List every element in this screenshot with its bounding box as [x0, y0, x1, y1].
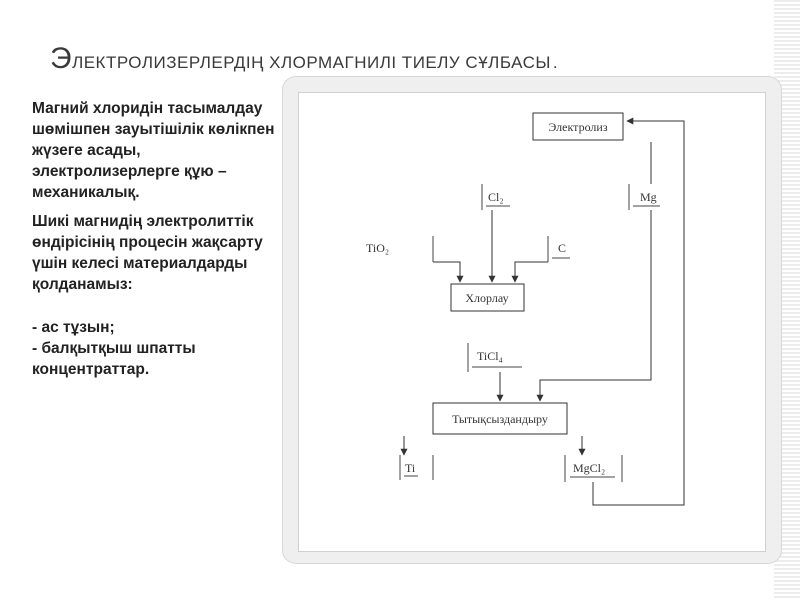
node-mgcl2: MgCl₂ — [564, 455, 623, 482]
title-end: . — [552, 53, 559, 72]
paragraph-2: Шикі магнидің электролиттік өндірісінің … — [32, 213, 263, 293]
arrow-mg-to-separation — [536, 210, 652, 402]
node-ti: Ti — [399, 455, 434, 480]
node-separation-label: Тытықсыздандыру — [452, 412, 548, 426]
list-item: - балқытқыш шпатты концентраттар. — [32, 340, 196, 378]
node-separation-box — [432, 402, 568, 435]
node-c: C — [547, 236, 570, 262]
title-first-letter: Э — [50, 42, 73, 75]
node-mgcl2-label: MgCl₂ — [573, 461, 605, 475]
paragraph-1: Магний хлоридін тасымалдау шөмішпен зауы… — [32, 100, 275, 201]
list-item: - ас тұзын; — [32, 319, 115, 336]
node-electrolysis-box — [532, 112, 624, 141]
arrow-c-to-chlorination — [511, 261, 548, 283]
node-ticl4: TiCl₄ — [467, 343, 522, 372]
node-mg-label: Mg — [640, 190, 657, 204]
node-ticl4-label: TiCl₄ — [477, 349, 503, 363]
arrow-tio2-to-chlorination — [433, 261, 464, 283]
arrow-mgcl2-to-electrolysis — [592, 117, 685, 506]
node-chlorination-label: Хлорлау — [465, 291, 508, 305]
node-mg: Mg — [628, 184, 660, 210]
node-ti-label: Ti — [405, 461, 416, 475]
node-chlorination-box — [450, 283, 525, 312]
diagram-frame — [282, 76, 782, 564]
node-tio2-label: TiO₂ — [366, 241, 389, 255]
node-electrolysis-label: Электролиз — [548, 120, 607, 134]
body-text: Магний хлоридін тасымалдау шөмішпен зауы… — [32, 98, 282, 380]
node-electrolysis: Электролиз — [532, 112, 624, 141]
slide-title: Электролизерлердің хлормагнилі тиелу сұл… — [50, 44, 558, 74]
node-chlorination: Хлорлау — [450, 283, 525, 312]
node-c-label: C — [558, 241, 566, 255]
title-rest: лектролизерлердің хлормагнилі тиелу сұлб… — [72, 53, 551, 72]
diagram-canvas — [298, 92, 766, 552]
node-cl2-label: Cl₂ — [488, 190, 504, 204]
node-tio2: TiO₂ — [366, 236, 434, 262]
node-separation: Тытықсыздандыру — [432, 402, 568, 435]
materials-list: - ас тұзын; - балқытқыш шпатты концентра… — [32, 317, 282, 380]
node-cl2: Cl₂ — [481, 184, 510, 210]
